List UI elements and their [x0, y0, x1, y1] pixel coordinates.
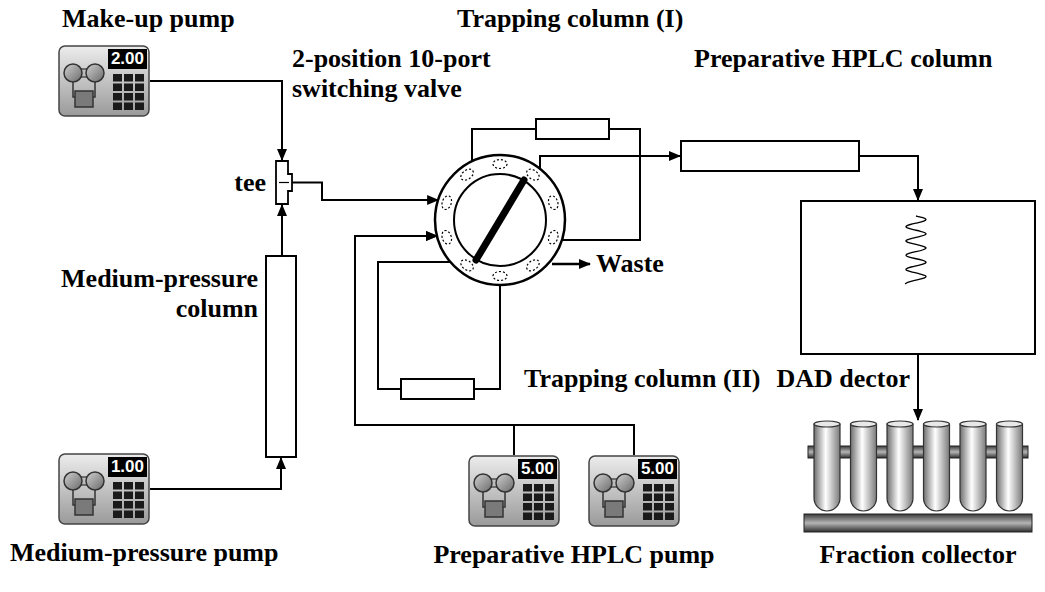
preparative-column: Preparative HPLC column: [680, 140, 860, 172]
test-tubes: [814, 421, 1023, 511]
component-label: Make-up pump: [62, 4, 235, 34]
component-label: Preparative HPLC column: [694, 44, 992, 74]
pump-icon: 5.00: [588, 455, 680, 527]
valve-drawing: [434, 154, 566, 286]
component-label: DAD dector: [776, 364, 910, 394]
waste-label: Waste: [596, 249, 664, 279]
waste-arrow: [552, 263, 590, 266]
pump-body: [59, 454, 149, 524]
component-label: Medium-pressure column: [8, 264, 258, 324]
valve-ring: [435, 155, 565, 285]
tubing-connector: [917, 355, 919, 420]
pump-display: 1.00: [108, 457, 147, 477]
pump-keypad: [113, 482, 144, 518]
tubing-connector: [562, 129, 640, 240]
pump-display: 2.00: [108, 49, 147, 69]
pump-heads: [474, 474, 514, 517]
pump-icon: Medium-pressure pump1.00: [58, 453, 150, 525]
pump-body: [589, 456, 679, 526]
component-label: Trapping column (I): [457, 4, 683, 34]
tubing-connector: [281, 205, 282, 255]
tubing-connector: [292, 183, 438, 201]
tubing-connector: [860, 156, 918, 200]
pump-display: 5.00: [518, 459, 557, 479]
fraction-collector: Fraction collector: [804, 420, 1032, 532]
tee-fitting: tee: [272, 160, 292, 205]
trapping-column: Trapping column (II): [400, 378, 475, 400]
pump-body: [469, 456, 559, 526]
pump-heads: [64, 64, 104, 107]
rack-plate: [808, 446, 1028, 458]
dad-detector: DAD dector: [800, 200, 1036, 355]
signal-trace: [905, 216, 926, 284]
tee-body: [276, 161, 292, 204]
tubing-connector: [475, 285, 500, 389]
component-label: 2-position 10-port switching valve: [292, 44, 504, 104]
dad-drawing: [802, 202, 1034, 353]
pump-group-label: Preparative HPLC pump: [433, 540, 714, 570]
rack-base: [804, 514, 1032, 532]
pump-icon: 5.00: [468, 455, 560, 527]
tubing-connector: [540, 156, 680, 169]
trapping-column: Trapping column (I): [535, 118, 610, 140]
switching-valve: 2-position 10-port switching valve: [434, 154, 566, 286]
valve-rotor: [454, 174, 546, 266]
pump-heads: [594, 474, 634, 517]
pump-display: 5.00: [638, 459, 677, 479]
component-label: Trapping column (II): [524, 364, 760, 394]
tubes-drawing: [804, 420, 1032, 532]
tee-drawing: [272, 160, 292, 205]
component-label: Medium-pressure pump: [10, 538, 278, 568]
component-label: tee: [234, 168, 266, 198]
valve-bar: [476, 180, 524, 260]
tubing-connector: [150, 81, 282, 160]
valve-ports: [440, 160, 559, 281]
pump-keypad: [113, 74, 144, 110]
pump-keypad: [523, 484, 554, 520]
tubing-connector: [150, 458, 281, 489]
component-label: Fraction collector: [819, 540, 1016, 570]
pump-keypad: [643, 484, 674, 520]
pump-heads: [64, 472, 104, 515]
pump-body: [59, 46, 149, 116]
medium-pressure-column: Medium-pressure column: [265, 255, 297, 458]
pump-icon: Make-up pump2.00: [58, 45, 150, 117]
tubing-connector: [378, 262, 450, 389]
